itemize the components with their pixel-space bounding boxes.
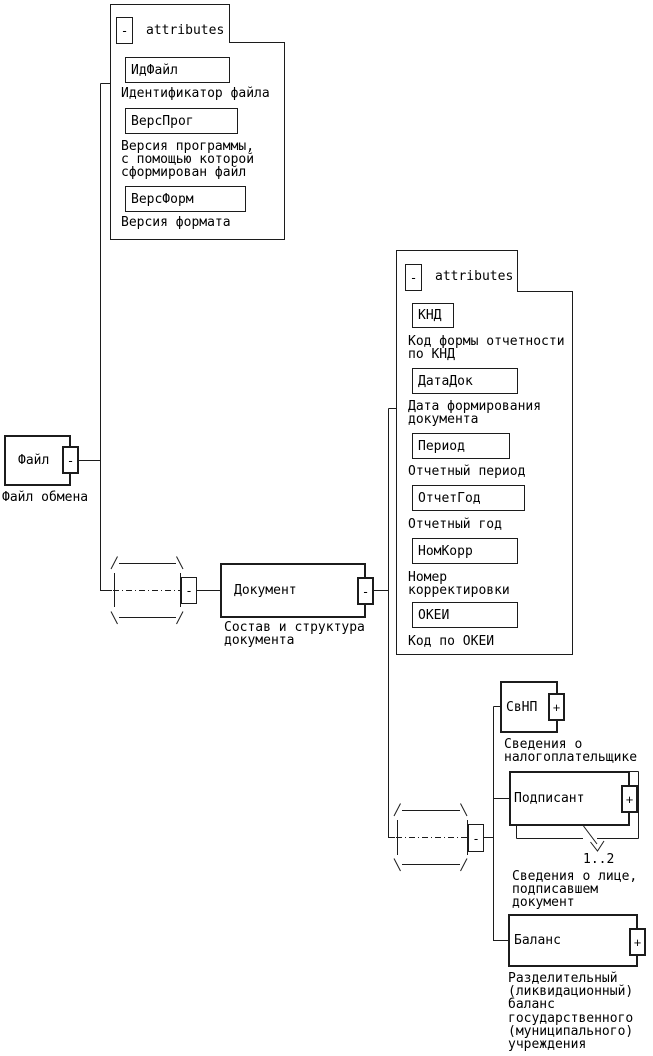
- attribute-caption: Версия формата: [121, 215, 231, 230]
- document-node-label: Документ: [234, 583, 297, 598]
- document-attributes-tab-title: attributes: [435, 269, 514, 284]
- attribute-field-nomkorr[interactable]: НомКорр: [412, 538, 518, 564]
- podpisant-node-caption: Сведения о лице, подписавшем документ: [512, 869, 638, 911]
- attribute-field-otchetgod[interactable]: ОтчетГод: [412, 485, 525, 511]
- attribute-caption: Код формы отчетности по КНД: [408, 334, 565, 363]
- attribute-field-idfayl[interactable]: ИдФайл: [125, 57, 230, 83]
- file-node-label: Файл: [18, 453, 50, 468]
- attribute-caption: Код по ОКЕИ: [408, 634, 495, 649]
- occurrence-label: 1..2: [583, 852, 615, 867]
- podpisant-node[interactable]: Подписант: [509, 771, 630, 826]
- podpisant-node-expand-button[interactable]: +: [621, 785, 638, 813]
- balans-node-label: Баланс: [514, 933, 561, 948]
- attribute-caption: Дата формирования документа: [408, 399, 542, 428]
- sequence-collapse-button[interactable]: -: [181, 577, 197, 604]
- attribute-field-versprog[interactable]: ВерсПрог: [125, 108, 238, 134]
- attribute-field-knd[interactable]: КНД: [412, 303, 454, 328]
- file-node[interactable]: Файл: [4, 435, 71, 486]
- balans-node-expand-button[interactable]: +: [629, 928, 646, 956]
- svnp-node-expand-button[interactable]: +: [548, 693, 565, 721]
- svnp-node-caption: Сведения о налогоплательщике: [504, 737, 638, 766]
- file-attributes-tab-title: attributes: [146, 23, 225, 38]
- attribute-caption: Номер корректировки: [408, 570, 510, 599]
- file-node-caption: Файл обмена: [2, 490, 89, 505]
- sequence-collapse-button[interactable]: -: [468, 824, 484, 852]
- attribute-field-versform[interactable]: ВерсФорм: [125, 186, 246, 212]
- attribute-field-okei[interactable]: ОКЕИ: [412, 602, 518, 628]
- file-attributes-collapse-button[interactable]: -: [116, 17, 133, 44]
- occurrence-indicator: [516, 771, 639, 852]
- attribute-caption: Отчетный год: [408, 517, 502, 532]
- balans-node-caption: Разделительный (ликвидационный) баланс г…: [508, 971, 634, 1053]
- sequence-compositor-icon: [393, 803, 468, 872]
- attribute-field-datadok[interactable]: ДатаДок: [412, 368, 518, 394]
- sequence-compositor-icon: [110, 556, 184, 625]
- file-node-collapse-button[interactable]: -: [62, 446, 79, 474]
- document-node-caption: Состав и структура документа: [224, 620, 365, 649]
- attribute-caption: Отчетный период: [408, 464, 526, 479]
- document-attributes-collapse-button[interactable]: -: [405, 264, 422, 291]
- podpisant-node-label: Подписант: [514, 791, 585, 806]
- attribute-caption: Версия программы, с помощью которой сфор…: [121, 139, 255, 181]
- document-node[interactable]: Документ: [220, 563, 366, 618]
- attribute-caption: Идентификатор файла: [121, 86, 270, 101]
- svnp-node-label: СвНП: [506, 699, 538, 715]
- attribute-field-period[interactable]: Период: [412, 433, 510, 459]
- balans-node[interactable]: Баланс: [508, 914, 638, 967]
- document-node-collapse-button[interactable]: -: [357, 577, 374, 605]
